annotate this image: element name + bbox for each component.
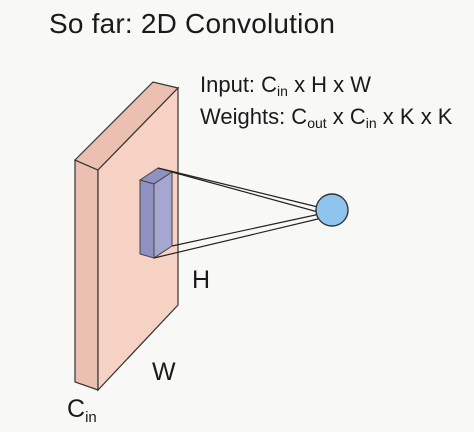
channels-sub: in [85,409,97,426]
input-suffix: x H x W [287,72,372,97]
weights-shape-text: Weights: Cout x Cin x K x K [200,104,452,131]
projection-line-lower [171,213,321,247]
input-tensor-front [97,86,179,392]
weights-suffix: x K x K [376,104,453,129]
projection-line-top [157,167,323,209]
weights-mid: x C [326,104,366,129]
channels-label: Cin [67,395,97,426]
input-sub: in [277,83,288,99]
input-shape-text: Input: Cin x H x W [200,72,371,99]
filter-front [153,171,173,259]
output-node [315,193,349,227]
weights-sub-out: out [307,115,327,131]
input-tensor-side [74,159,99,391]
input-prefix: Input: C [200,72,278,97]
filter-side [139,179,155,259]
weights-sub-in: in [365,115,377,131]
weights-prefix: Weights: C [200,104,308,129]
channels-letter: C [67,395,86,423]
width-label: W [152,358,176,386]
height-label: H [192,266,211,294]
projection-line-upper [171,171,319,213]
projection-line-bottom [153,217,323,259]
slide-title: So far: 2D Convolution [49,8,336,39]
